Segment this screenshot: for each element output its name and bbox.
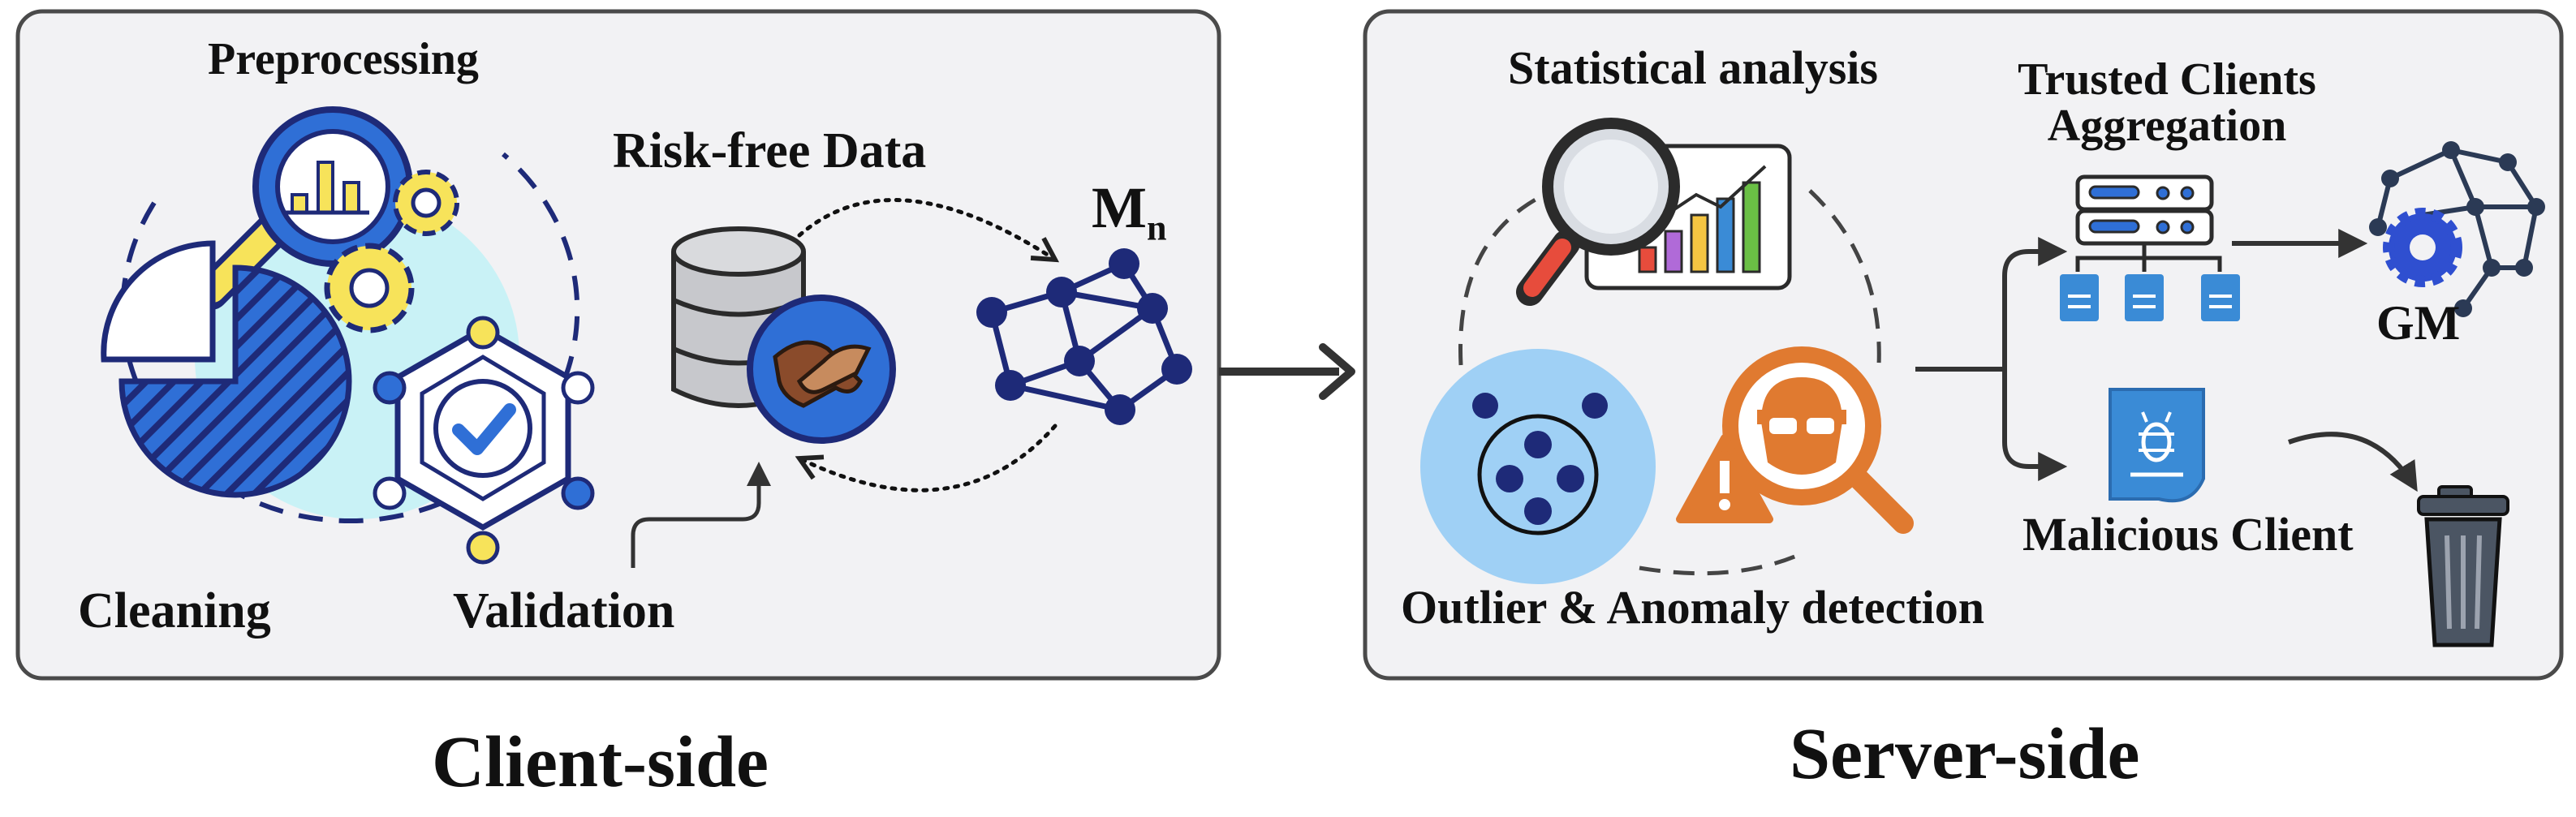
preprocessing-dashed-arc bbox=[120, 152, 580, 523]
anomaly-detection-icon bbox=[1676, 346, 1914, 534]
trusted-clients-line1: Trusted Clients bbox=[2018, 54, 2316, 105]
model-label: Mn bbox=[1092, 178, 1166, 246]
outlier-detection-label: Outlier & Anomaly detection bbox=[1401, 581, 1985, 634]
local-model-network-icon bbox=[976, 248, 1192, 425]
model-letter: M bbox=[1092, 175, 1147, 240]
statistical-analysis-icon bbox=[1516, 118, 1792, 306]
malicious-client-icon bbox=[2109, 388, 2205, 503]
malicious-to-trash-arrow bbox=[2288, 432, 2418, 492]
analysis-dashed-ring-bottom bbox=[1639, 549, 1807, 576]
client-side-caption: Client-side bbox=[432, 722, 769, 802]
risk-free-data-label: Risk-free Data bbox=[613, 123, 927, 178]
malicious-client-label: Malicious Client bbox=[2022, 508, 2354, 561]
trusted-clients-label: Trusted Clients Aggregation bbox=[1997, 54, 2337, 152]
validation-network-icon bbox=[373, 316, 595, 565]
model-subscript: n bbox=[1146, 208, 1167, 248]
cleaning-label: Cleaning bbox=[78, 583, 271, 639]
validation-label: Validation bbox=[453, 583, 675, 639]
model-to-data-arrow bbox=[799, 424, 1058, 492]
analysis-dashed-ring bbox=[1458, 172, 1608, 366]
server-aggregation-icon bbox=[2060, 174, 2240, 321]
trash-bin-icon bbox=[2417, 485, 2509, 647]
statistical-analysis-label: Statistical analysis bbox=[1508, 41, 1878, 94]
gear-icon bbox=[324, 170, 459, 333]
branch-connector bbox=[1915, 237, 2068, 481]
server-side-caption: Server-side bbox=[1790, 714, 2140, 794]
trusted-clients-line2: Aggregation bbox=[2047, 101, 2287, 152]
validation-arrow bbox=[631, 462, 771, 568]
client-to-server-arrow bbox=[1219, 343, 1355, 400]
handshake-icon bbox=[747, 295, 896, 444]
outlier-cluster-icon bbox=[1420, 349, 1656, 584]
pie-chart-icon bbox=[101, 240, 352, 498]
preprocessing-label: Preprocessing bbox=[208, 34, 479, 84]
data-to-model-arrow bbox=[797, 198, 1055, 260]
global-model-network-icon bbox=[2369, 141, 2545, 317]
global-model-label: GM bbox=[2376, 296, 2461, 350]
